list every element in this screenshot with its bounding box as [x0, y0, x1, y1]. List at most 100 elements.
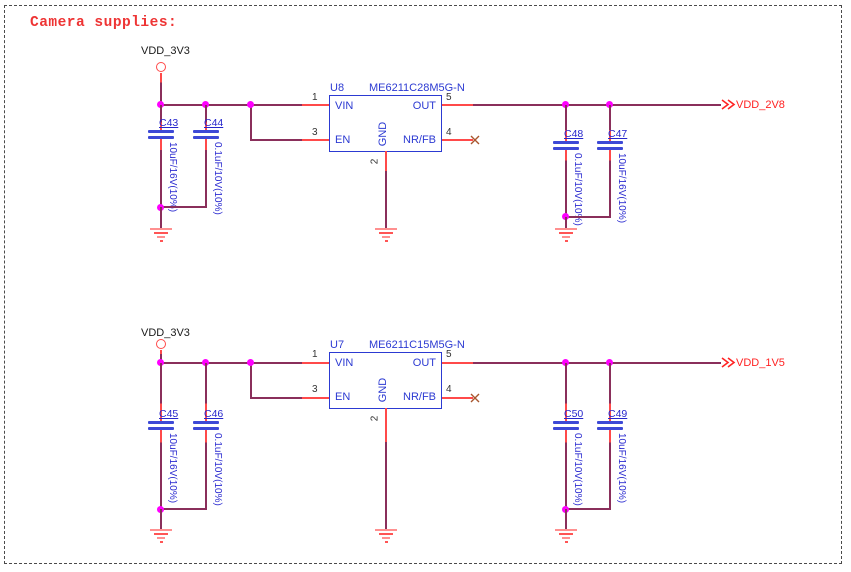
ic-designator[interactable]: U8: [330, 82, 345, 94]
wire: [161, 508, 207, 510]
pin-number: 5: [446, 349, 452, 360]
junction-dot: [202, 101, 209, 108]
junction-dot: [606, 101, 613, 108]
ic-part-number[interactable]: ME6211C15M5G-N: [369, 339, 465, 351]
power-port-icon[interactable]: [156, 62, 166, 72]
junction-dot: [202, 359, 209, 366]
ground-symbol[interactable]: [375, 529, 397, 544]
wire: [565, 217, 567, 228]
wire: [251, 139, 302, 141]
capacitor-plate[interactable]: [148, 427, 174, 430]
ground-symbol[interactable]: [555, 529, 577, 544]
ground-symbol[interactable]: [150, 228, 172, 243]
capacitor-ref[interactable]: C49: [608, 408, 628, 420]
capacitor-plate[interactable]: [148, 130, 174, 133]
power-net-label[interactable]: VDD_3V3: [141, 45, 190, 57]
capacitor-plate[interactable]: [597, 421, 623, 424]
ic-part-number[interactable]: ME6211C28M5G-N: [369, 82, 465, 94]
capacitor-ref[interactable]: C47: [608, 128, 628, 140]
capacitor-plate[interactable]: [193, 136, 219, 139]
capacitor-plate[interactable]: [553, 421, 579, 424]
wire: [250, 362, 252, 399]
capacitor-ref[interactable]: C43: [159, 117, 179, 129]
output-net-label[interactable]: VDD_1V5: [736, 357, 785, 369]
wire: [160, 207, 162, 228]
junction-dot: [247, 359, 254, 366]
capacitor-ref[interactable]: C44: [204, 117, 224, 129]
ground-symbol[interactable]: [150, 529, 172, 544]
pin-number: 2: [369, 415, 381, 422]
wire: [473, 104, 721, 106]
wire: [205, 430, 207, 509]
sheet-border: [4, 5, 842, 564]
capacitor-ref[interactable]: C45: [159, 408, 179, 420]
ic-body[interactable]: [329, 95, 442, 152]
pin-number: 3: [312, 384, 318, 395]
capacitor-value[interactable]: 10uF/16V(10%): [616, 153, 627, 224]
capacitor-value[interactable]: 10uF/16V(10%): [167, 142, 178, 213]
pin-stub: [442, 362, 473, 364]
wire: [250, 104, 252, 141]
capacitor-value[interactable]: 0.1uF/10V(10%): [572, 433, 583, 506]
pin-name-out: OUT: [412, 100, 436, 112]
pin-stub: [442, 104, 473, 106]
capacitor-value[interactable]: 0.1uF/10V(10%): [572, 153, 583, 226]
capacitor-ref[interactable]: C48: [564, 128, 584, 140]
pin-name-nrfb: NR/FB: [403, 391, 436, 403]
wire: [609, 105, 611, 141]
wire: [566, 508, 611, 510]
capacitor-ref[interactable]: C46: [204, 408, 224, 420]
pin-number: 2: [369, 158, 381, 165]
junction-dot: [562, 359, 569, 366]
capacitor-plate[interactable]: [553, 427, 579, 430]
no-connect-icon[interactable]: [470, 135, 480, 145]
wire: [565, 430, 567, 509]
wire: [160, 73, 162, 105]
capacitor-value[interactable]: 10uF/16V(10%): [167, 433, 178, 504]
capacitor-ref[interactable]: C50: [564, 408, 584, 420]
capacitor-plate[interactable]: [193, 421, 219, 424]
wire: [160, 350, 162, 363]
capacitor-plate[interactable]: [597, 147, 623, 150]
wire: [566, 216, 611, 218]
capacitor-value[interactable]: 10uF/16V(10%): [616, 433, 627, 504]
pin-number: 4: [446, 127, 452, 138]
pin-number: 1: [312, 92, 318, 103]
capacitor-plate[interactable]: [553, 141, 579, 144]
pin-number: 3: [312, 127, 318, 138]
pin-name-vin: VIN: [335, 100, 354, 112]
ic-designator[interactable]: U7: [330, 339, 345, 351]
wire: [160, 430, 162, 509]
wire: [385, 171, 387, 228]
capacitor-plate[interactable]: [597, 427, 623, 430]
capacitor-plate[interactable]: [193, 427, 219, 430]
junction-dot: [562, 101, 569, 108]
wire: [565, 105, 567, 141]
output-net-label[interactable]: VDD_2V8: [736, 99, 785, 111]
pin-number: 4: [446, 384, 452, 395]
no-connect-icon[interactable]: [470, 393, 480, 403]
wire: [205, 105, 207, 130]
capacitor-value[interactable]: 0.1uF/10V(10%): [212, 142, 223, 215]
capacitor-value[interactable]: 0.1uF/10V(10%): [212, 433, 223, 506]
wire: [160, 363, 162, 421]
pin-stub: [302, 397, 329, 399]
ground-symbol[interactable]: [375, 228, 397, 243]
ic-body[interactable]: [329, 352, 442, 409]
pin-stub: [385, 151, 387, 171]
capacitor-plate[interactable]: [148, 136, 174, 139]
wire: [160, 105, 162, 130]
wire: [565, 150, 567, 217]
pin-stub: [302, 139, 329, 141]
capacitor-plate[interactable]: [597, 141, 623, 144]
net-port-chevron-icon[interactable]: [720, 356, 736, 369]
power-net-label[interactable]: VDD_3V3: [141, 327, 190, 339]
capacitor-plate[interactable]: [148, 421, 174, 424]
ground-symbol[interactable]: [555, 228, 577, 243]
pin-number: 1: [312, 349, 318, 360]
power-port-icon[interactable]: [156, 339, 166, 349]
capacitor-plate[interactable]: [553, 147, 579, 150]
net-port-chevron-icon[interactable]: [720, 98, 736, 111]
capacitor-plate[interactable]: [193, 130, 219, 133]
pin-stub: [385, 408, 387, 442]
